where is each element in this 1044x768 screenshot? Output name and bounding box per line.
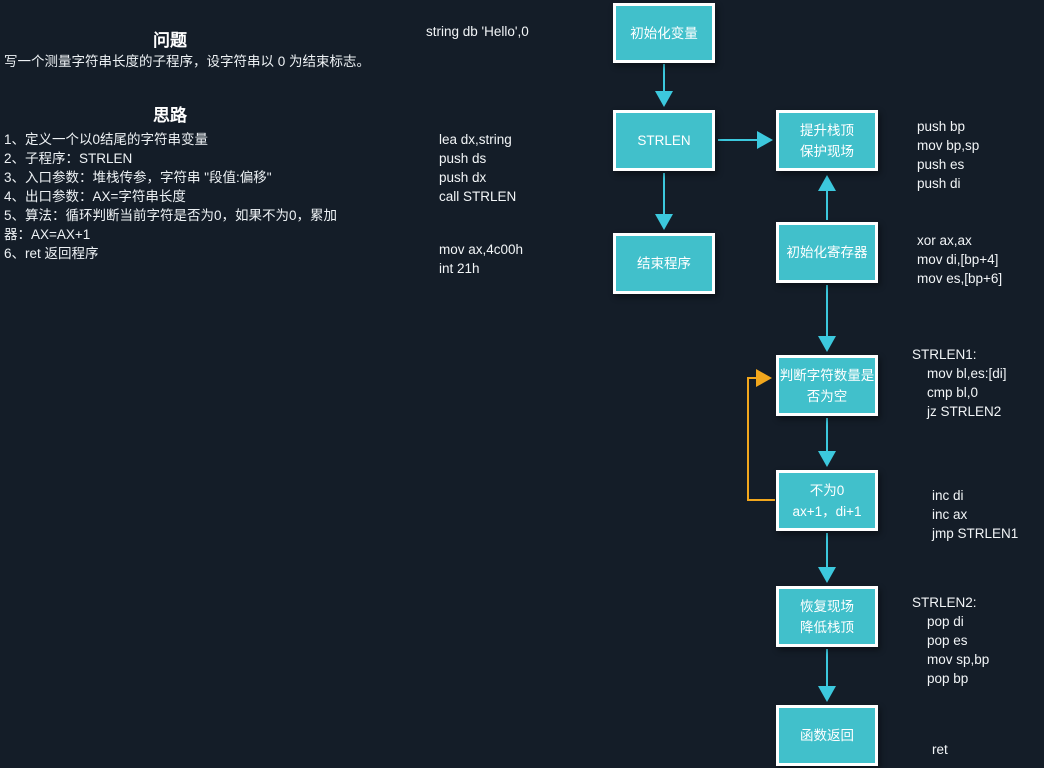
approach-line: 3、入口参数：堆栈传参，字符串 "段值:偏移"	[4, 170, 272, 185]
sub-code-strlen1: STRLEN1: mov bl,es:[di] cmp bl,0 jz STRL…	[912, 347, 1007, 419]
flow-node-raise-stack-save-scene: 提升栈顶 保护现场	[776, 110, 878, 171]
sub-code-prologue: push bp mov bp,sp push es push di	[917, 119, 980, 191]
approach-list: 1、定义一个以0结尾的字符串变量 2、子程序：STRLEN 3、入口参数：堆栈传…	[4, 130, 337, 263]
sub-code-increment: inc di inc ax jmp STRLEN1	[932, 488, 1019, 541]
problem-title: 问题	[153, 31, 187, 50]
main-code-exit-block: mov ax,4c00h int 21h	[439, 242, 524, 276]
sub-code-ret: ret	[932, 742, 948, 757]
main-code-call-block: lea dx,string push ds push dx call STRLE…	[439, 132, 517, 204]
approach-line: 器：AX=AX+1	[4, 227, 91, 242]
approach-line: 1、定义一个以0结尾的字符串变量	[4, 132, 209, 147]
approach-line: 2、子程序：STRLEN	[4, 151, 133, 166]
sub-code-init-registers: xor ax,ax mov di,[bp+4] mov es,[bp+6]	[917, 233, 1003, 286]
flow-node-function-return: 函数返回	[776, 705, 878, 766]
arrow-loop-not-zero-to-check	[747, 369, 775, 501]
problem-description: 写一个测量字符串长度的子程序，设字符串以 0 为结束标志。	[4, 54, 371, 69]
flow-node-not-zero-increment: 不为0 ax+1，di+1	[776, 470, 878, 531]
approach-line: 6、ret 返回程序	[4, 246, 99, 261]
flow-node-init-registers: 初始化寄存器	[776, 222, 878, 283]
sub-code-strlen2: STRLEN2: pop di pop es mov sp,bp pop bp	[912, 595, 990, 686]
flow-node-init-variable: 初始化变量	[613, 3, 715, 63]
main-code-string-def: string db 'Hello',0	[426, 24, 529, 39]
approach-line: 4、出口参数：AX=字符串长度	[4, 189, 186, 204]
approach-title: 思路	[153, 106, 187, 125]
flow-node-strlen: STRLEN	[613, 110, 715, 171]
approach-line: 5、算法：循环判断当前字符是否为0，如果不为0，累加	[4, 208, 338, 223]
flow-node-restore-scene-lower-stack: 恢复现场 降低栈顶	[776, 586, 878, 647]
flow-node-check-char-empty: 判断字符数量是 否为空	[776, 355, 878, 416]
flow-node-end-program: 结束程序	[613, 233, 715, 294]
